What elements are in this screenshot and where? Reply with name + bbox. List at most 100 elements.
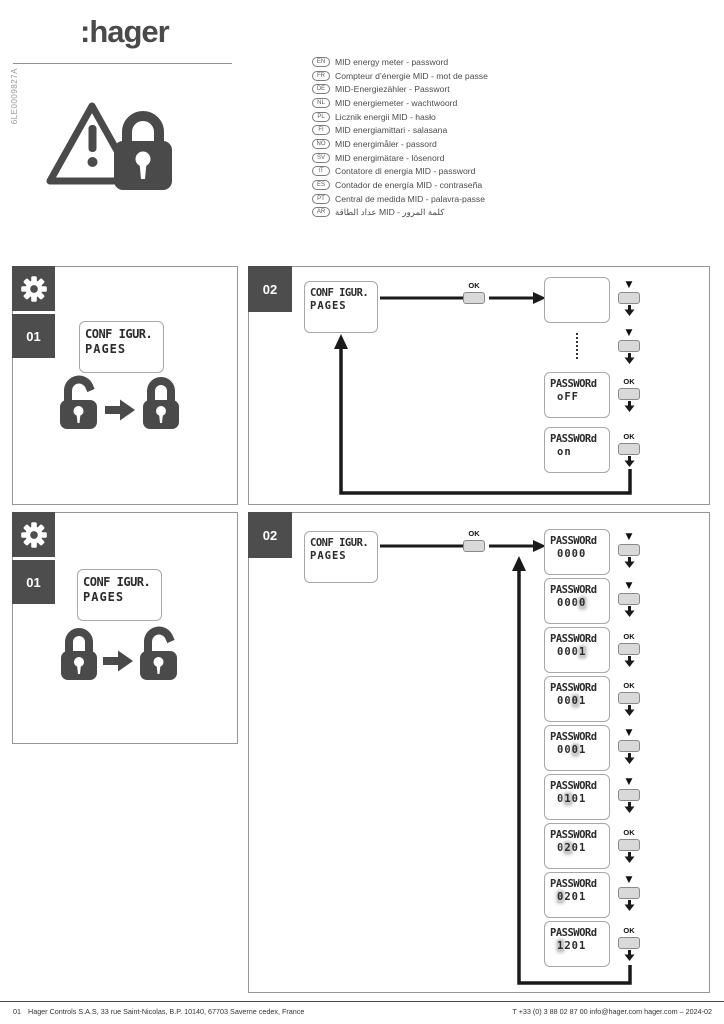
lcd-display: PASSWORd on — [544, 427, 610, 473]
panel-unlock-step2-flow: 02 CONF IGUR. PAGES OK PASSWORd 0000 PAS… — [248, 512, 710, 993]
button-key — [618, 789, 640, 801]
lcd-display: PASSWORd 0000 — [544, 529, 610, 575]
press-down-icon — [624, 852, 634, 863]
press-down-icon — [624, 656, 634, 667]
lcd-display: CONF IGUR. PAGES — [304, 281, 378, 333]
press-down-icon — [624, 802, 634, 813]
button-key — [618, 692, 640, 704]
language-code-badge: PL — [312, 111, 330, 122]
footer-contact: T +33 (0) 3 88 02 87 00 info@hager.com h… — [512, 1007, 712, 1016]
button-key — [618, 643, 640, 655]
warning-triangle-icon — [46, 102, 138, 185]
step-number-badge: 01 — [12, 560, 55, 604]
lcd-display: PASSWORd 0001 — [544, 676, 610, 722]
down-button: ▼ — [615, 778, 643, 813]
ok-button: OK — [615, 433, 643, 467]
unlocked-padlock-icon — [60, 375, 97, 429]
button-key — [618, 443, 640, 455]
language-code-badge: EN — [312, 56, 330, 67]
down-button: ▼ — [615, 729, 643, 764]
press-down-icon — [624, 456, 634, 467]
lcd-display: PASSWORd 0101 — [544, 774, 610, 820]
language-code-badge: SV — [312, 152, 330, 163]
step-number-badge: 02 — [248, 266, 292, 312]
down-button: ▼ — [615, 582, 643, 617]
button-key — [618, 593, 640, 605]
lcd-display-empty — [544, 277, 610, 323]
button-key — [618, 839, 640, 851]
button-key — [618, 544, 640, 556]
footer-divider — [0, 1001, 724, 1002]
gear-icon — [20, 275, 47, 302]
panel-lock-step2-flow: 02 CONF IGUR. PAGES OK ▼ ▼ — [248, 266, 710, 505]
panel-unlock-step1: 01 CONF IGUR. PAGES — [12, 512, 238, 744]
press-down-icon — [624, 900, 634, 911]
button-key — [618, 292, 640, 304]
lcd-display: CONF IGUR. PAGES — [77, 569, 162, 621]
press-down-icon — [624, 305, 634, 316]
button-key — [618, 740, 640, 752]
press-down-icon — [624, 753, 634, 764]
language-code-badge: NO — [312, 138, 330, 149]
lcd-display: PASSWORd 0201 — [544, 823, 610, 869]
ok-button: OK — [615, 829, 643, 863]
down-arrow-icon: ▼ — [625, 777, 633, 787]
step-number-badge: 01 — [12, 314, 55, 358]
ok-button: OK — [615, 633, 643, 667]
button-key — [618, 887, 640, 899]
lcd-display: PASSWORd oFF — [544, 372, 610, 418]
ok-button: OK — [615, 682, 643, 716]
arrow-right-icon — [105, 399, 135, 421]
down-button: ▼ — [615, 281, 643, 316]
settings-gear-badge — [12, 266, 55, 311]
locked-padlock-icon — [143, 377, 179, 429]
language-code-badge: IT — [312, 166, 330, 177]
button-key — [463, 540, 485, 552]
logo-divider — [13, 63, 232, 64]
press-down-icon — [624, 606, 634, 617]
language-code-badge: FI — [312, 125, 330, 136]
down-arrow-icon: ▼ — [625, 581, 633, 591]
down-button: ▼ — [615, 533, 643, 568]
ok-button: OK — [460, 282, 488, 304]
lcd-display: CONF IGUR. PAGES — [304, 531, 378, 583]
flow-arrows — [380, 540, 632, 985]
press-down-icon — [624, 950, 634, 961]
button-key — [618, 388, 640, 400]
ok-button: OK — [615, 378, 643, 412]
hager-logo: :hager — [80, 14, 170, 49]
lcd-display: PASSWORd 0000 — [544, 578, 610, 624]
press-down-icon — [624, 401, 634, 412]
button-key — [618, 937, 640, 949]
document-reference-code: 6LE0009827A — [10, 68, 19, 125]
language-code-badge: PT — [312, 193, 330, 204]
down-arrow-icon: ▼ — [625, 875, 633, 885]
language-code-badge: FR — [312, 70, 330, 81]
press-down-icon — [624, 705, 634, 716]
settings-gear-badge — [12, 512, 55, 557]
down-arrow-icon: ▼ — [625, 328, 633, 338]
language-code-badge: DE — [312, 84, 330, 95]
step-number-badge: 02 — [248, 512, 292, 558]
down-arrow-icon: ▼ — [625, 728, 633, 738]
down-button: ▼ — [615, 329, 643, 364]
locked-padlock-icon — [61, 628, 97, 680]
panel-lock-step1: 01 CONF IGUR. PAGES — [12, 266, 238, 505]
down-arrow-icon: ▼ — [625, 280, 633, 290]
language-code-badge: ES — [312, 180, 330, 191]
flow-arrows — [334, 292, 632, 495]
warning-lock-graphic — [46, 102, 172, 190]
ellipsis-dots — [576, 333, 578, 359]
arrow-right-icon — [103, 650, 133, 672]
